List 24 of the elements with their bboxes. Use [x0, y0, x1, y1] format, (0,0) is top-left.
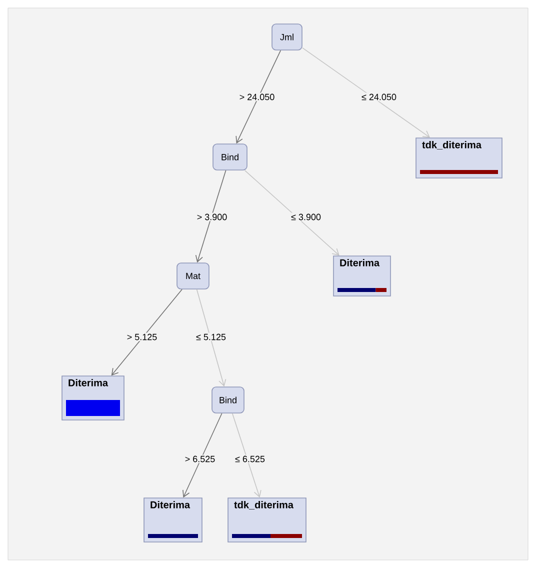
arrow	[244, 170, 340, 256]
arrow	[232, 413, 262, 498]
split-node: Bind	[212, 386, 244, 414]
leaf-box: tdk_diterima	[228, 498, 306, 542]
edge-label: ≤ 3.900	[291, 214, 321, 220]
leaf-box: Diterima	[144, 498, 202, 542]
edge-label: > 6.525	[185, 456, 215, 462]
edge-label: > 5.125	[127, 334, 157, 340]
edge-label: ≤ 24.050	[362, 94, 396, 100]
arrow	[111, 289, 182, 376]
split-node: Mat	[176, 262, 210, 290]
edge-label: ≤ 5.125	[196, 334, 226, 340]
edge-label: ≤ 6.525	[235, 456, 265, 462]
leaf-box: Diterima	[333, 256, 391, 296]
arrow	[196, 289, 226, 387]
edge-label: > 24.050	[240, 94, 274, 100]
split-node: Bind	[212, 144, 248, 170]
leaf-box: tdk_diterima	[416, 138, 502, 178]
arrow	[195, 170, 226, 263]
arrow	[236, 50, 282, 144]
arrow	[302, 47, 430, 138]
arrow	[182, 413, 222, 498]
split-node: Jml	[272, 24, 302, 50]
edge-label: > 3.900	[197, 214, 227, 220]
